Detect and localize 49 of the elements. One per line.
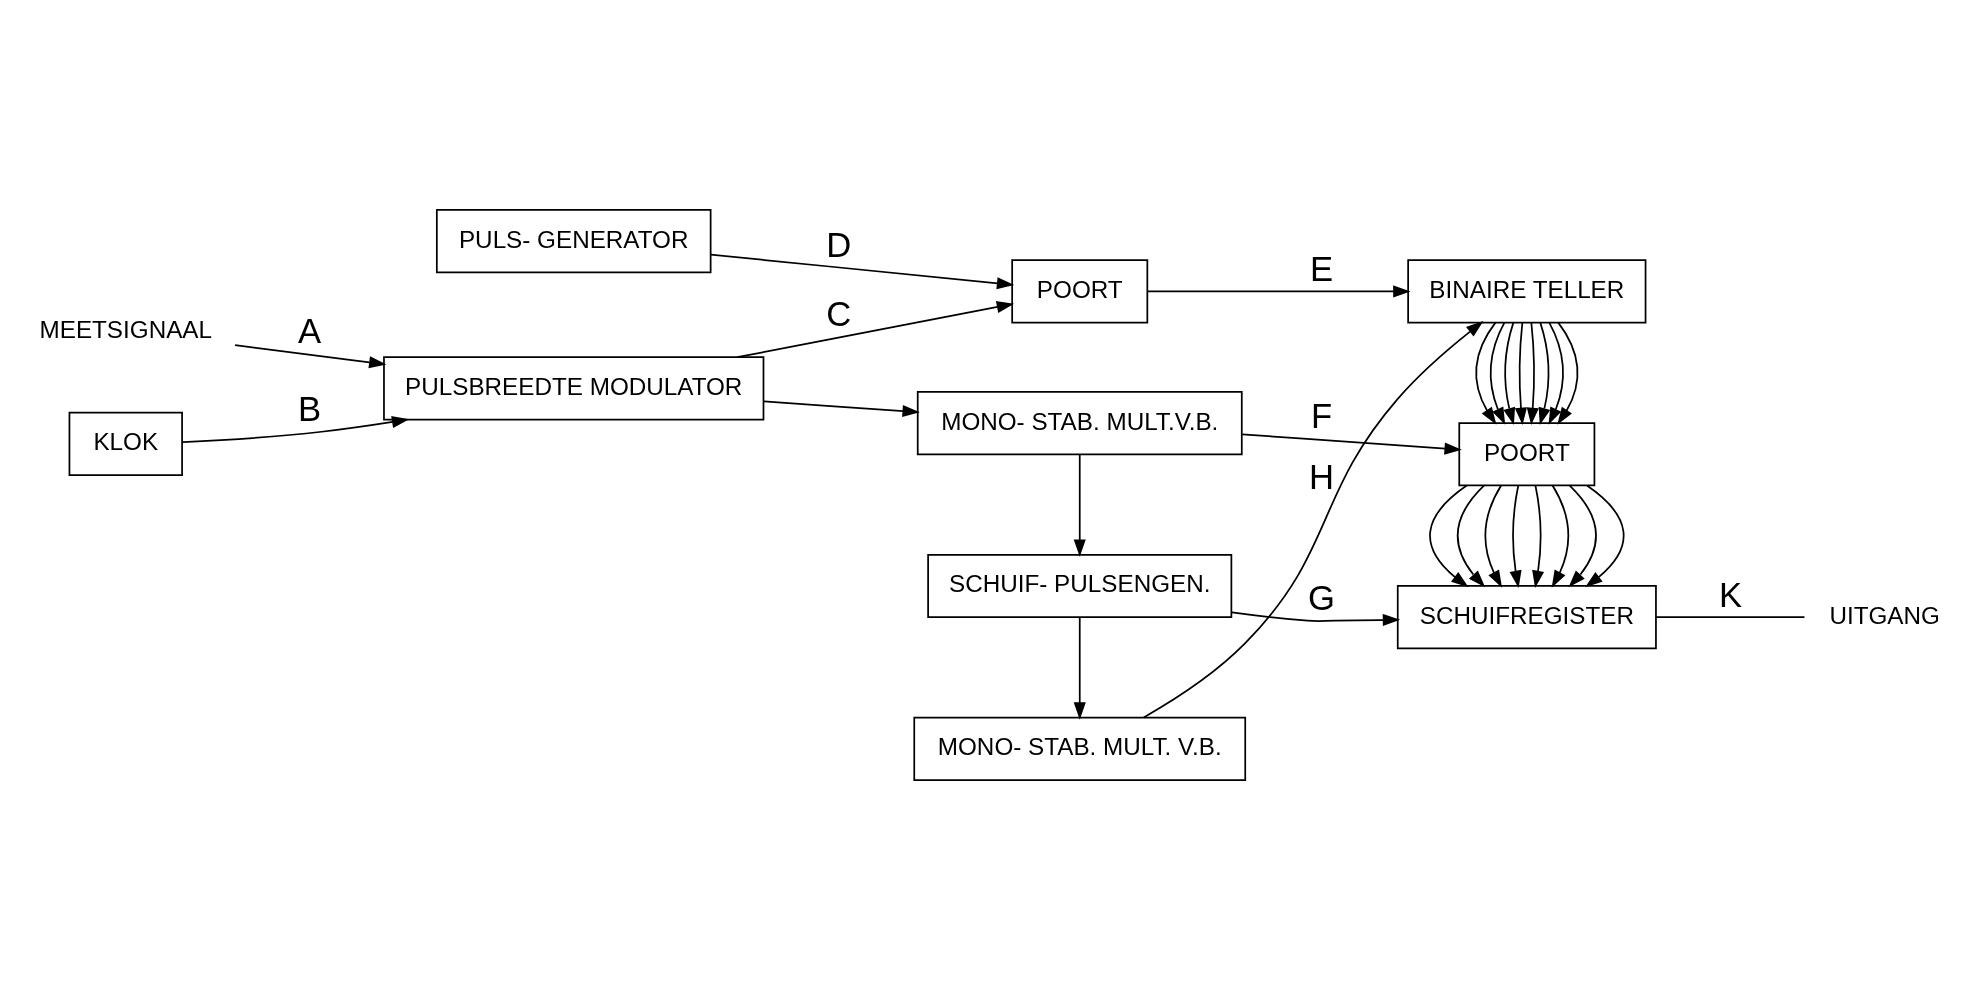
arrow [1538,321,1551,425]
node-box: BINAIRE TELLER [1407,258,1647,323]
arrow [1514,321,1527,425]
arrow [1503,321,1516,425]
arrow [1146,284,1411,297]
edge-label: G [1308,578,1335,617]
node-box: MONO- STAB. MULT. V.B. [913,716,1247,781]
node-box: MONO- STAB. MULT.V.B. [916,390,1243,455]
edge-label: F [1310,396,1333,435]
arrow [1489,321,1506,425]
arrow [1475,321,1497,425]
arrow [1484,484,1502,588]
edge-label: H [1308,457,1335,496]
arrow [1509,484,1522,588]
arrow [1456,484,1486,587]
node-box: SCHUIF- PULSENGEN. [927,553,1233,618]
arrow [1526,321,1539,425]
arrow [234,343,387,368]
node-box: KLOK [68,411,183,476]
node-box: PULSBREEDTE MODULATOR [383,355,765,420]
arrow [736,300,1015,358]
arrow [1142,320,1484,718]
edge-label: C [826,294,852,333]
arrow [1585,484,1625,587]
arrow [1532,484,1545,588]
node-text: MEETSIGNAAL [39,315,213,343]
node-box: PULS- GENERATOR [435,208,712,273]
arrow [1557,321,1579,425]
arrow [763,400,920,417]
edge-label: E [1309,249,1334,288]
arrow [1231,610,1401,626]
arrow [1241,433,1462,455]
arrow [1073,452,1086,557]
arrow [1073,615,1086,720]
arrow [1429,484,1469,587]
arrow [1568,484,1597,587]
arrow [182,415,410,443]
arrow [1548,321,1564,425]
node-box: POORT [1011,258,1149,323]
edge-label: D [826,225,852,264]
arrow [1551,484,1570,588]
arrow [709,253,1015,289]
edge-label: A [297,311,322,350]
edge-label: B [297,389,322,428]
node-text: UITGANG [1829,601,1940,629]
connector [1655,615,1806,618]
edge-label: K [1718,575,1743,614]
node-box: POORT [1458,421,1596,486]
node-box: SCHUIFREGISTER [1396,584,1657,649]
